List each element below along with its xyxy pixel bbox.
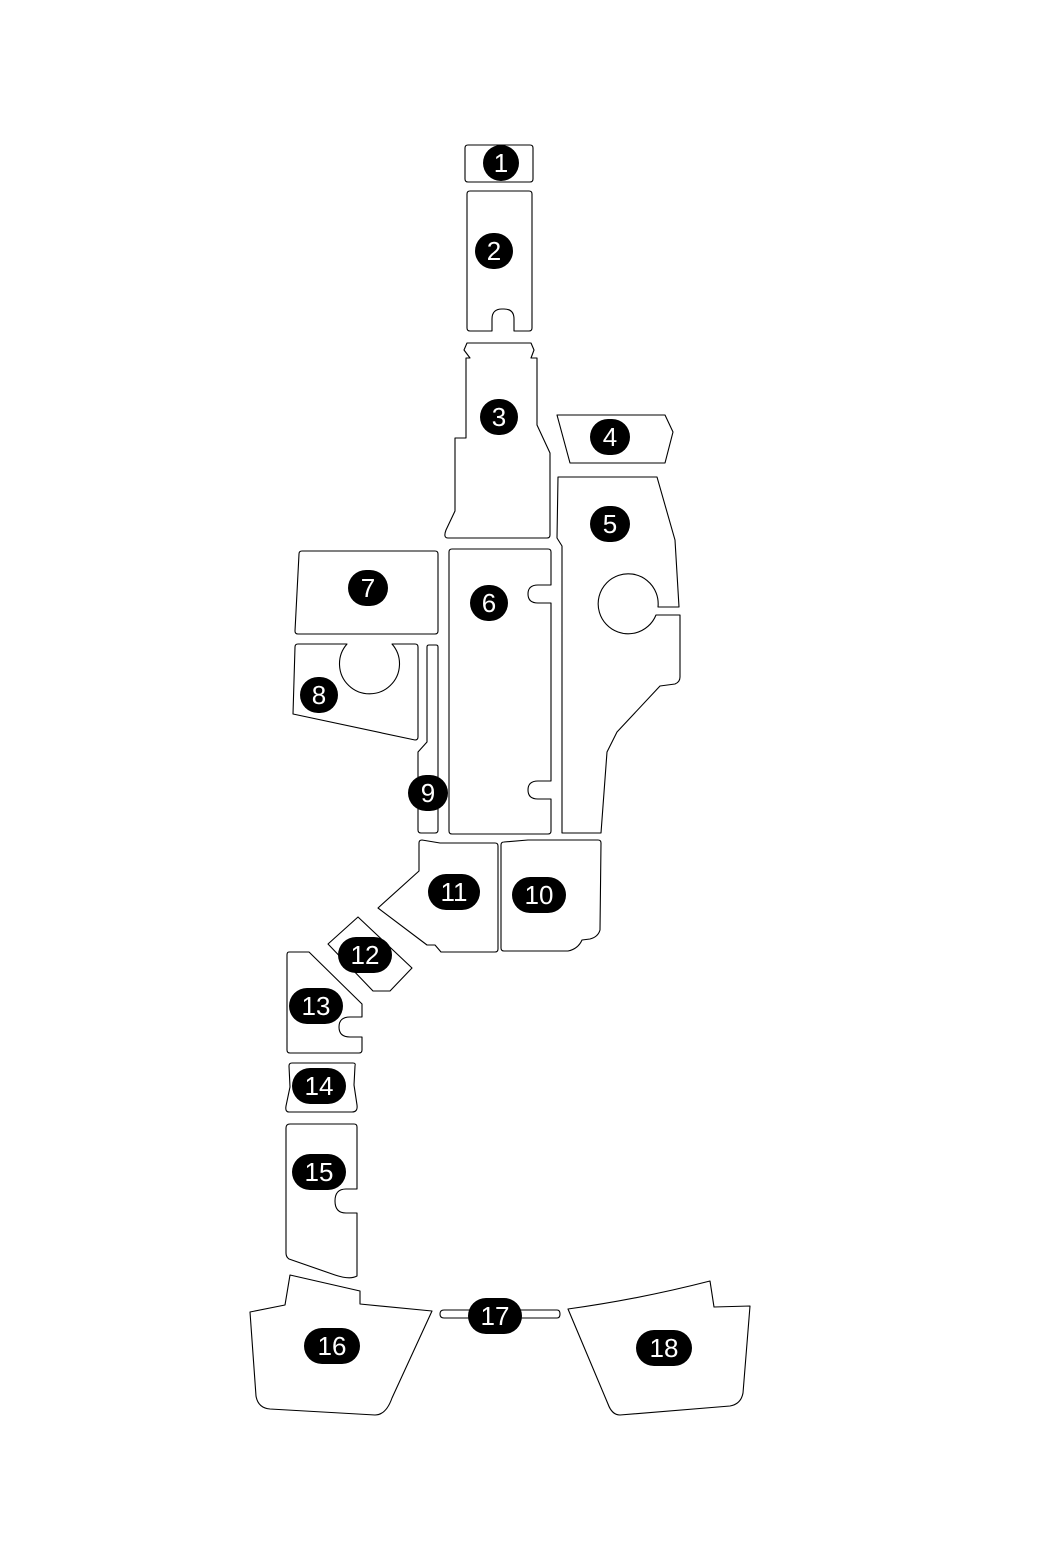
piece-18-badge — [636, 1330, 692, 1366]
piece-15-badge — [292, 1154, 346, 1190]
piece-17[interactable]: 17 — [439, 1298, 561, 1334]
piece-14[interactable]: 14 — [285, 1062, 358, 1113]
piece-9-label: 9 — [421, 778, 435, 808]
piece-1-label: 1 — [494, 148, 508, 178]
piece-1-badge — [483, 145, 519, 181]
piece-8-label: 8 — [312, 680, 326, 710]
piece-7-badge — [348, 570, 388, 606]
piece-3[interactable]: 3 — [444, 342, 551, 539]
piece-5-label: 5 — [603, 509, 617, 539]
piece-12-label: 12 — [351, 940, 380, 970]
piece-2[interactable]: 2 — [466, 190, 533, 332]
piece-10-badge — [512, 877, 566, 913]
piece-10[interactable]: 10 — [500, 839, 602, 952]
piece-10-label: 10 — [525, 880, 554, 910]
piece-11-badge — [428, 874, 480, 910]
piece-13-badge — [289, 988, 343, 1024]
piece-13-label: 13 — [302, 991, 331, 1021]
piece-3-badge — [480, 399, 518, 435]
piece-8[interactable]: 8 — [292, 643, 419, 741]
piece-5[interactable]: 5 — [556, 476, 681, 834]
piece-7-label: 7 — [361, 573, 375, 603]
piece-16-label: 16 — [318, 1331, 347, 1361]
piece-17-label: 17 — [481, 1301, 510, 1331]
piece-16[interactable]: 16 — [249, 1274, 433, 1416]
piece-9[interactable]: 9 — [408, 644, 448, 834]
piece-5-badge — [590, 506, 630, 542]
piece-4[interactable]: 4 — [556, 414, 674, 464]
piece-15-label: 15 — [305, 1157, 334, 1187]
piece-12-badge — [338, 937, 392, 973]
piece-2-label: 2 — [487, 236, 501, 266]
piece-11-label: 11 — [441, 877, 468, 907]
piece-6-badge — [470, 585, 508, 621]
piece-7[interactable]: 7 — [294, 550, 439, 635]
piece-17-badge — [468, 1298, 522, 1334]
piece-6-label: 6 — [482, 588, 496, 618]
piece-4-badge — [590, 419, 630, 455]
piece-9-badge — [408, 775, 448, 811]
piece-18-label: 18 — [650, 1333, 679, 1363]
piece-14-badge — [292, 1068, 346, 1104]
piece-18[interactable]: 18 — [567, 1280, 751, 1416]
piece-16-badge — [304, 1328, 360, 1364]
piece-12[interactable]: 12 — [327, 916, 413, 992]
piece-8-badge — [300, 677, 338, 713]
piece-3-label: 3 — [492, 402, 506, 432]
piece-4-label: 4 — [603, 422, 617, 452]
piece-14-label: 14 — [305, 1071, 334, 1101]
piece-13[interactable]: 13 — [286, 951, 363, 1054]
piece-2-badge — [475, 233, 513, 269]
piece-6[interactable]: 6 — [448, 548, 552, 835]
piece-15[interactable]: 15 — [285, 1123, 358, 1279]
piece-1[interactable]: 1 — [464, 144, 534, 183]
piece-11[interactable]: 11 — [377, 839, 499, 953]
